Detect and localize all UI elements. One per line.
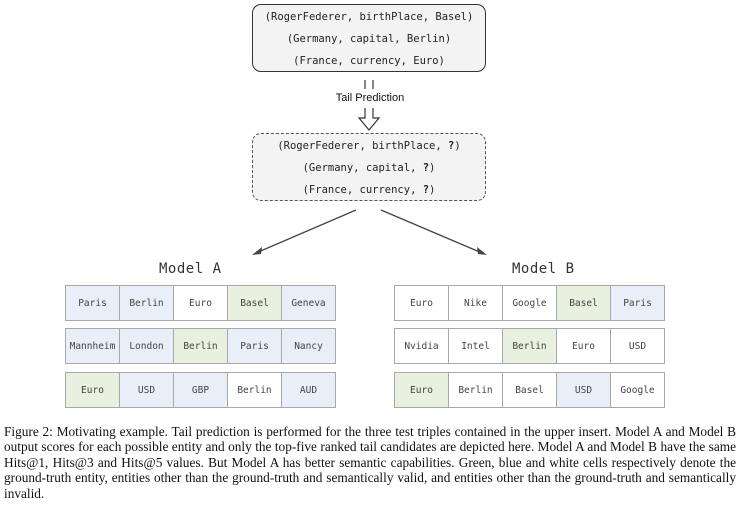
candidate-cell: Nvidia <box>394 328 449 364</box>
query-mask-3: ? <box>422 184 430 196</box>
query-mask-2: ? <box>422 162 430 174</box>
candidate-cell: Berlin <box>502 328 557 364</box>
arrow-to-model-b-head <box>477 247 487 255</box>
query-triple-2: (Germany, capital, ?) <box>302 162 436 174</box>
query-mask-1: ? <box>448 140 455 152</box>
model-a-row-2: Mannheim London Berlin Paris Nancy <box>65 328 336 364</box>
candidate-cell: Basel <box>227 285 282 321</box>
candidate-cell: GBP <box>173 372 228 408</box>
source-triple-3: (France, currency, Euro) <box>293 55 445 67</box>
query-triples-box: (RogerFederer, birthPlace, ?) (Germany, … <box>252 133 486 201</box>
candidate-cell: Berlin <box>119 285 174 321</box>
model-a-row-1: Paris Berlin Euro Basel Geneva <box>65 285 336 321</box>
candidate-cell: Geneva <box>281 285 336 321</box>
candidate-cell: Berlin <box>448 372 503 408</box>
candidate-cell: Mannheim <box>65 328 120 364</box>
candidate-cell: Euro <box>65 372 120 408</box>
source-triples-box: (RogerFederer, birthPlace, Basel) (Germa… <box>252 4 486 72</box>
arrow-to-model-a <box>255 209 357 254</box>
candidate-cell: USD <box>556 372 611 408</box>
candidate-cell: AUD <box>281 372 336 408</box>
source-triple-2: (Germany, capital, Berlin) <box>286 33 452 45</box>
arrow-to-model-a-head <box>252 247 262 255</box>
tail-prediction-arrow-head <box>357 108 381 131</box>
model-b-row-1: Euro Nike Google Basel Paris <box>394 285 665 321</box>
candidate-cell: Paris <box>65 285 120 321</box>
query-triple-1: (RogerFederer, birthPlace, ?) <box>277 140 461 152</box>
candidate-cell: USD <box>610 328 665 364</box>
candidate-cell: London <box>119 328 174 364</box>
candidate-cell: Berlin <box>173 328 228 364</box>
candidate-cell: Paris <box>610 285 665 321</box>
query-triple-3: (France, currency, ?) <box>302 184 436 196</box>
candidate-cell: Berlin <box>227 372 282 408</box>
candidate-cell: Basel <box>502 372 557 408</box>
candidate-cell: Euro <box>394 372 449 408</box>
candidate-cell: Nike <box>448 285 503 321</box>
candidate-cell: Euro <box>394 285 449 321</box>
candidate-cell: Intel <box>448 328 503 364</box>
candidate-cell: Euro <box>556 328 611 364</box>
candidate-cell: Google <box>610 372 665 408</box>
source-triple-1: (RogerFederer, birthPlace, Basel) <box>264 11 474 23</box>
candidate-cell: Euro <box>173 285 228 321</box>
model-b-row-2: Nvidia Intel Berlin Euro USD <box>394 328 665 364</box>
arrow-to-model-b <box>380 209 483 254</box>
model-a-title: Model A <box>159 261 222 277</box>
candidate-cell: Google <box>502 285 557 321</box>
model-b-title: Model B <box>512 261 575 277</box>
candidate-cell: Nancy <box>281 328 336 364</box>
figure-caption: Figure 2: Motivating example. Tail predi… <box>4 424 736 501</box>
tail-prediction-arrow-stem-top <box>364 80 374 89</box>
candidate-cell: USD <box>119 372 174 408</box>
candidate-cell: Basel <box>556 285 611 321</box>
tail-prediction-label: Tail Prediction <box>335 92 405 104</box>
model-a-row-3: Euro USD GBP Berlin AUD <box>65 372 336 408</box>
model-b-row-3: Euro Berlin Basel USD Google <box>394 372 665 408</box>
candidate-cell: Paris <box>227 328 282 364</box>
